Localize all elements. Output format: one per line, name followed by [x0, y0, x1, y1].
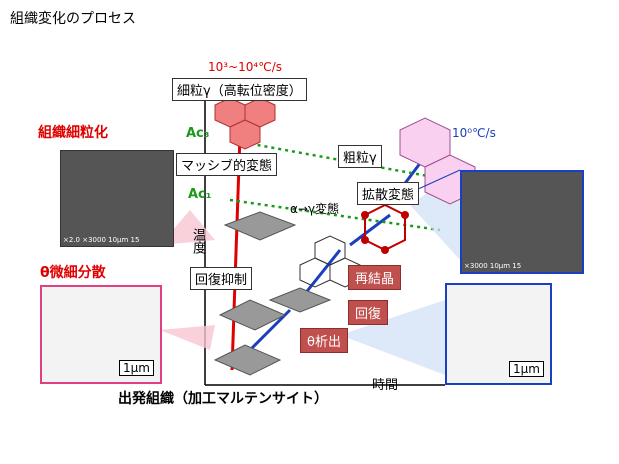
micrograph-theta-fine: 1μm: [40, 285, 162, 384]
micrograph-theta-coarse: 1μm: [445, 283, 552, 385]
ac1-label: Ac₁: [188, 187, 211, 202]
sem-image-coarse: ×3000 10μm 15: [460, 170, 584, 274]
theta-precipitation-tag: θ析出: [300, 328, 348, 353]
recovery-tag: 回復: [348, 300, 388, 325]
scale-bar-left: 1μm: [119, 360, 154, 376]
start-structure-label: 出発組織（加工マルテンサイト）: [118, 388, 328, 408]
grain-refinement-label: 組織細粒化: [38, 122, 108, 142]
alpha-gamma-label: α→γ変態: [290, 200, 339, 217]
theta-dispersion-label: θ微細分散: [40, 262, 106, 282]
recovery-suppression-label: 回復抑制: [190, 267, 252, 290]
diffusion-transformation-label: 拡散変態: [357, 182, 419, 205]
rate-fast-label: 10³~10⁴℃/s: [208, 60, 282, 74]
sem-caption-left: ×2.0 ×3000 10μm 15: [63, 236, 139, 244]
callout-wedge-lower: [160, 325, 215, 350]
y-axis-label: 温度: [188, 228, 207, 254]
rate-slow-label: 10⁰℃/s: [452, 126, 496, 140]
page-title: 組織変化のプロセス: [10, 8, 136, 28]
sem-caption-right: ×3000 10μm 15: [464, 262, 521, 270]
fine-grain-label: 細粒γ（高転位密度）: [172, 78, 307, 101]
x-axis-label: 時間: [372, 374, 398, 393]
massive-transformation-label: マッシブ的変態: [176, 153, 277, 176]
ac3-label: Ac₃: [186, 126, 209, 141]
coarse-grain-label: 粗粒γ: [338, 145, 382, 168]
recrystallization-tag: 再結晶: [348, 265, 401, 290]
sem-image-refined: ×2.0 ×3000 10μm 15: [60, 150, 174, 247]
scale-bar-right: 1μm: [509, 361, 544, 377]
fine-grain-cluster: [215, 98, 275, 149]
